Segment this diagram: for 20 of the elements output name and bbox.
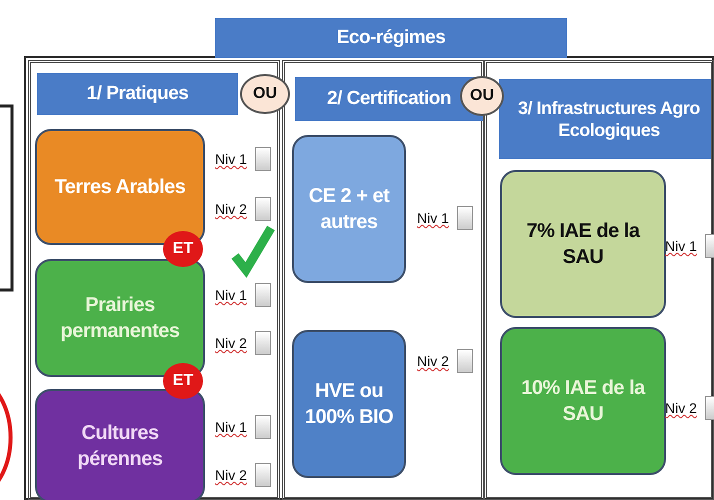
level-label: Niv 1 xyxy=(665,238,697,254)
option-box: CE 2 + et autres xyxy=(292,135,406,283)
level-label: Niv 2 xyxy=(215,335,247,351)
section-header: 1/ Pratiques xyxy=(37,73,238,115)
level-label: Niv 2 xyxy=(665,400,697,416)
option-box: 7% IAE de la SAU xyxy=(500,170,666,318)
level-label: Niv 1 xyxy=(417,210,449,226)
section-header: 3/ Infrastructures Agro Ecologiques xyxy=(499,79,711,159)
level-label: Niv 1 xyxy=(215,287,247,303)
option-box: Cultures pérennes xyxy=(35,389,205,500)
section-header: Eco-régimes xyxy=(215,18,567,58)
level-label: Niv 2 xyxy=(417,353,449,369)
level-label: Niv 2 xyxy=(215,467,247,483)
level-label: Niv 2 xyxy=(215,201,247,217)
option-box: 10% IAE de la SAU xyxy=(500,327,666,475)
or-badge: OU xyxy=(240,74,290,114)
column-panel xyxy=(28,60,280,500)
level-label: Niv 1 xyxy=(215,151,247,167)
option-box: HVE ou 100% BIO xyxy=(292,330,406,478)
level-label: Niv 1 xyxy=(215,419,247,435)
